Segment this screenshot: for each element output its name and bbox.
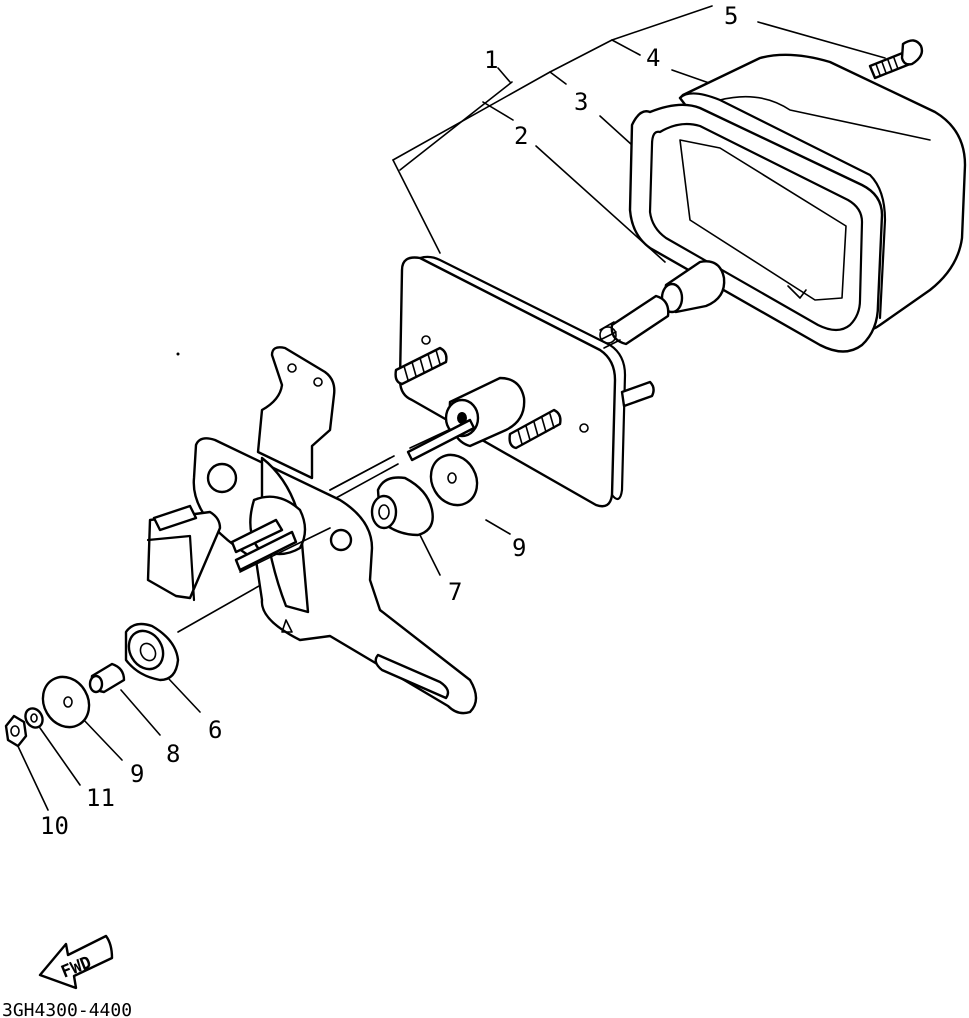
label-part-5: 5 [724,2,738,30]
drawing-code: 3GH4300-4400 [2,1000,132,1018]
lock-washer-part-11 [24,707,44,729]
bulb-part [599,260,726,349]
label-part-9-upper: 9 [512,534,526,562]
label-part-1: 1 [484,46,498,74]
label-part-7: 7 [448,578,462,606]
collar-part-8 [88,662,126,694]
part-number-labels: 5 4 1 3 2 9 7 6 8 9 11 10 [40,2,738,840]
label-part-11: 11 [86,784,115,812]
label-part-10: 10 [40,812,69,840]
damper-part-6 [124,622,180,682]
label-part-4: 4 [646,44,660,72]
washer-part-9-upper [429,453,479,507]
forward-direction-arrow: FWD [38,934,114,990]
washer-part-9-lower [41,675,91,729]
mounting-bracket [146,346,478,715]
label-part-8: 8 [166,740,180,768]
damper-part-7 [370,476,434,537]
label-part-2: 2 [514,122,528,150]
nut-part-10 [4,714,28,748]
label-part-6: 6 [208,716,222,744]
tail-light-base-plate [394,255,655,508]
gasket-part [628,103,884,353]
screw-part [868,39,924,80]
label-part-3: 3 [574,88,588,116]
stray-mark [176,352,180,356]
label-part-9-lower: 9 [130,760,144,788]
